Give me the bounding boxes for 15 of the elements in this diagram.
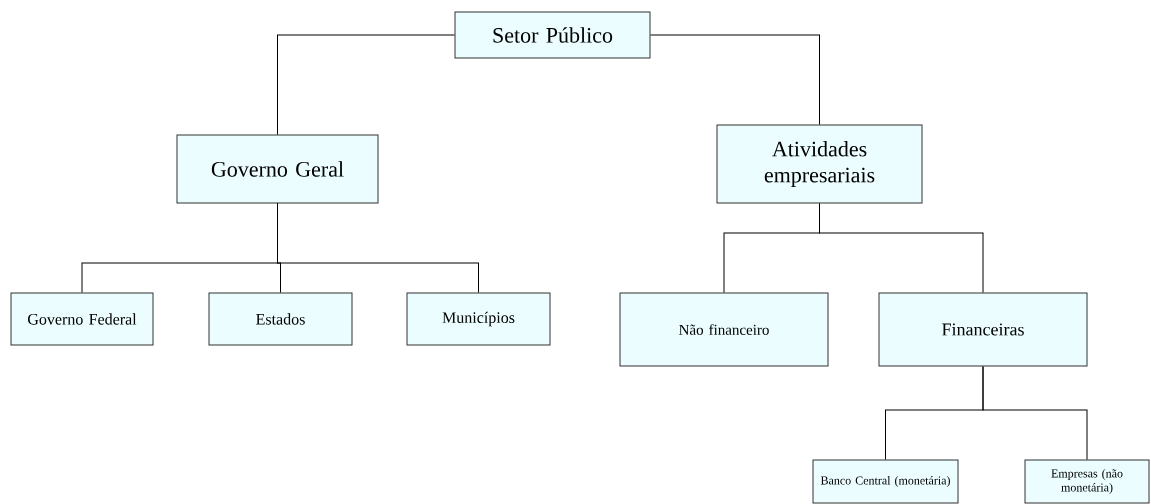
org-box: Governo Federal [10,292,154,346]
org-box: Empresas (não monetária) [1024,459,1150,504]
org-box: Estados [208,292,353,346]
org-box: Setor Público [454,11,651,59]
org-box: Municípios [406,292,551,346]
org-box: Governo Geral [176,134,379,204]
org-box: Financeiras [878,292,1088,367]
connector-line [650,34,820,125]
connector-line [277,34,455,135]
org-box: Atividades empresariais [716,124,923,204]
org-box: Banco Central (monetária) [812,459,959,504]
connector-line [277,203,479,293]
org-box: Não financeiro [619,292,829,367]
connector-line [819,203,984,293]
connector-line [982,366,1088,460]
